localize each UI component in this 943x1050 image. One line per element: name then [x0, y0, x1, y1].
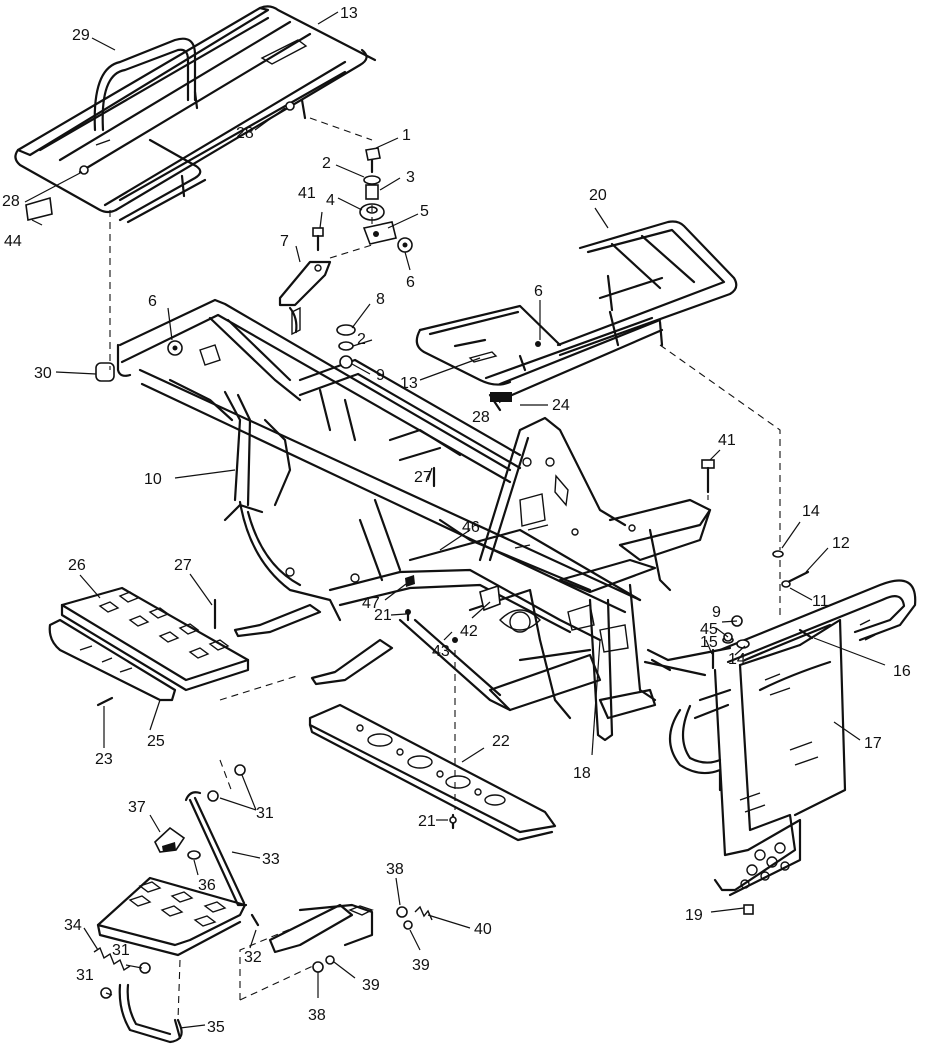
callout-31: 31	[76, 967, 94, 984]
main-frame	[116, 298, 732, 742]
callout-6: 6	[406, 274, 415, 291]
footrest-bracket	[268, 903, 374, 954]
callout-2: 2	[357, 331, 366, 348]
callout-39: 39	[412, 957, 430, 974]
callout-39: 39	[362, 977, 380, 994]
callout-16: 16	[893, 663, 911, 680]
callout-26: 26	[68, 557, 86, 574]
callout-labels: 1 2 2 3 4 5 6 6 6 7 8 9 9 10 11 12 13 13…	[2, 5, 911, 1036]
callout-43: 43	[432, 643, 450, 660]
callout-19: 19	[685, 907, 703, 924]
callout-1: 1	[402, 127, 411, 144]
callout-28: 28	[2, 193, 20, 210]
callout-31: 31	[256, 805, 274, 822]
callout-21: 21	[374, 607, 392, 624]
callout-22: 22	[492, 733, 510, 750]
callout-20: 20	[589, 187, 607, 204]
callout-23: 23	[95, 751, 113, 768]
callout-41: 41	[298, 185, 316, 202]
callout-47: 47	[362, 595, 380, 612]
callout-9: 9	[376, 367, 385, 384]
front-bumper	[668, 579, 917, 897]
left-footrest	[48, 586, 250, 702]
callout-36: 36	[198, 877, 216, 894]
callout-14: 14	[802, 503, 820, 520]
callout-14: 14	[728, 651, 746, 668]
callout-25: 25	[147, 733, 165, 750]
front-rack	[415, 220, 738, 412]
callout-11: 11	[812, 593, 829, 610]
callout-10: 10	[144, 471, 162, 488]
callout-37: 37	[128, 799, 146, 816]
callout-2: 2	[322, 155, 331, 172]
center-skid-plate	[308, 703, 557, 842]
callout-42: 42	[460, 623, 478, 640]
callout-7: 7	[280, 233, 289, 250]
callout-38: 38	[386, 861, 404, 878]
callout-24: 24	[552, 397, 570, 414]
callout-5: 5	[420, 203, 429, 220]
callout-4: 4	[326, 192, 335, 209]
callout-34: 34	[64, 917, 82, 934]
callout-17: 17	[864, 735, 882, 752]
callout-33: 33	[262, 851, 280, 868]
callout-46: 46	[462, 519, 480, 536]
callout-28: 28	[472, 409, 490, 426]
hardware	[25, 101, 814, 999]
callout-30: 30	[34, 365, 52, 382]
callout-9: 9	[712, 604, 721, 621]
callout-28: 28	[236, 125, 254, 142]
callout-8: 8	[376, 291, 385, 308]
callout-6: 6	[534, 283, 543, 300]
callout-29: 29	[72, 27, 90, 44]
callout-31: 31	[112, 942, 130, 959]
callout-6: 6	[148, 293, 157, 310]
callout-13: 13	[400, 375, 418, 392]
callout-18: 18	[573, 765, 591, 782]
callout-27: 27	[174, 557, 192, 574]
callout-13: 13	[340, 5, 358, 22]
callout-44: 44	[4, 233, 22, 250]
callout-38: 38	[308, 1007, 326, 1024]
callout-40: 40	[474, 921, 492, 938]
callout-41: 41	[718, 432, 736, 449]
callout-3: 3	[406, 169, 415, 186]
callout-15: 15	[700, 634, 718, 651]
callout-12: 12	[832, 535, 850, 552]
rear-rack	[14, 5, 377, 224]
right-footrest	[96, 791, 248, 1044]
callout-32: 32	[244, 949, 262, 966]
assembly-lines	[109, 117, 781, 1021]
callout-21: 21	[418, 813, 436, 830]
callout-45: 45	[700, 621, 718, 638]
callout-27: 27	[414, 469, 432, 486]
leader-lines	[24, 11, 886, 1029]
callout-35: 35	[207, 1019, 225, 1036]
